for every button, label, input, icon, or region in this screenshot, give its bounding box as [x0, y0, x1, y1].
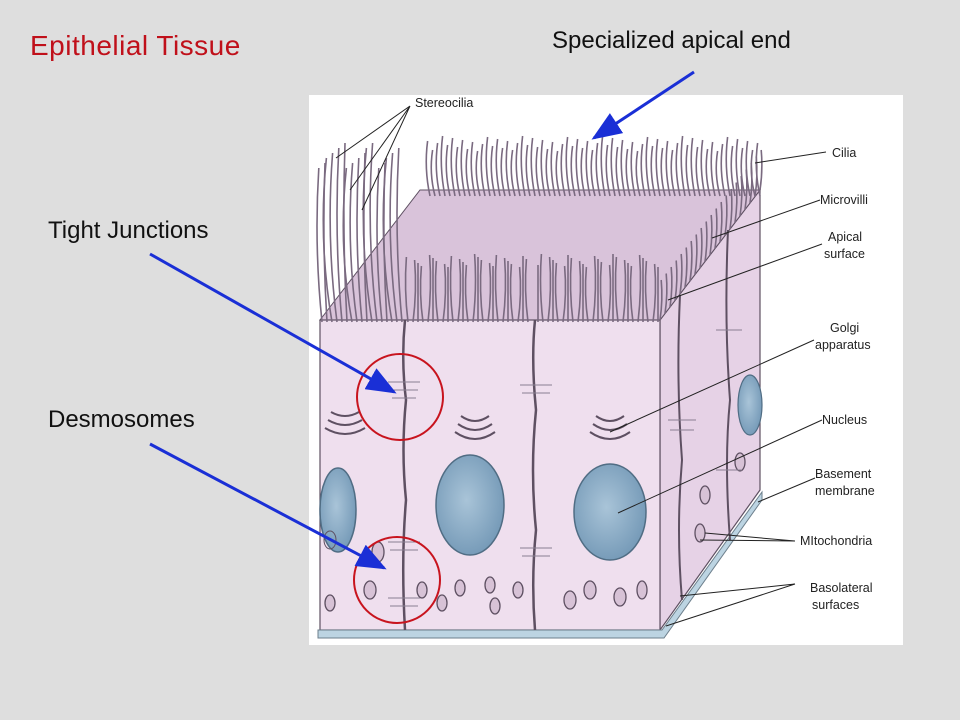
label-apical-line2: surface: [824, 247, 865, 261]
apical-end-label: Specialized apical end: [552, 27, 791, 54]
leader-lines: [335, 105, 827, 627]
diagram-labels: Stereocilia Cilia Microvilli Apical surf…: [415, 96, 875, 612]
label-basolateral-line1: Basolateral: [810, 581, 873, 595]
label-golgi-line2: apparatus: [815, 338, 871, 352]
label-basement-line1: Basement: [815, 467, 872, 481]
desmosomes-arrow: [149, 442, 387, 570]
lateral-membrane: [677, 294, 684, 601]
label-basolateral-line2: surfaces: [812, 598, 859, 612]
label-golgi-line1: Golgi: [830, 321, 859, 335]
nucleus: [573, 463, 647, 561]
nucleus: [319, 467, 357, 553]
lateral-membrane: [531, 319, 538, 631]
slide-title: Epithelial Tissue: [30, 30, 241, 61]
tight-junctions-arrow: [149, 252, 397, 394]
label-cilia: Cilia: [832, 146, 856, 160]
lateral-membrane: [725, 229, 732, 541]
label-mitochondria: MItochondria: [800, 534, 872, 548]
nucleus: [737, 374, 763, 436]
golgi-apparatus: [324, 411, 631, 440]
lateral-membrane: [401, 319, 408, 631]
apical-end-arrow: [591, 70, 695, 140]
desmosomes-label: Desmosomes: [48, 406, 195, 433]
junction-tufts: [388, 329, 742, 607]
cilia-and-microvilli: [316, 135, 763, 323]
label-nucleus: Nucleus: [822, 413, 867, 427]
label-microvilli: Microvilli: [820, 193, 868, 207]
tight-junction-highlight: [356, 353, 444, 441]
label-stereocilia: Stereocilia: [415, 96, 473, 110]
desmosome-highlight: [353, 536, 441, 624]
tight-junctions-label: Tight Junctions: [48, 217, 209, 244]
nucleolus: [323, 530, 337, 550]
label-basement-line2: membrane: [815, 484, 875, 498]
label-apical-line1: Apical: [828, 230, 862, 244]
nucleus: [435, 454, 505, 556]
